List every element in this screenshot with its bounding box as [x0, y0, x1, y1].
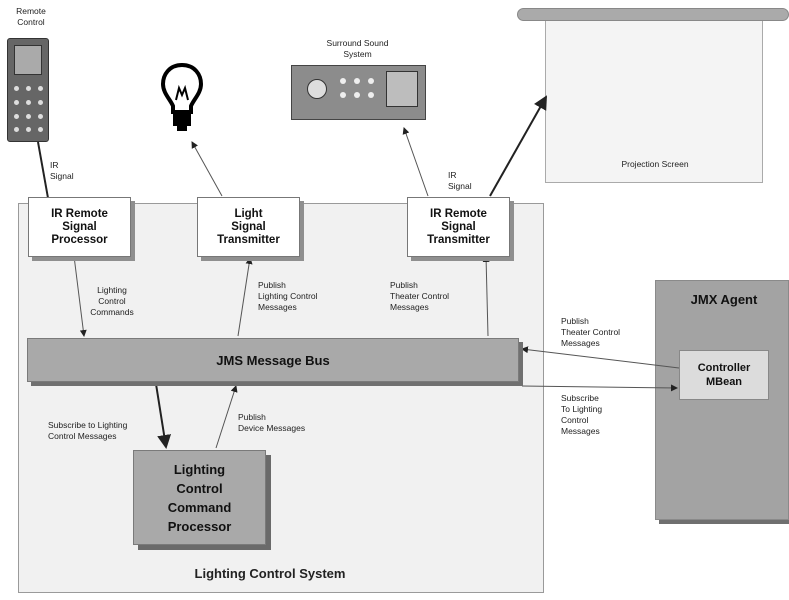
jms-message-bus: JMS Message Bus — [27, 338, 519, 382]
projection-screen-label: Projection Screen — [621, 159, 689, 169]
light-bulb-icon — [160, 62, 204, 134]
agent-publish-theater-note: Publish Theater Control Messages — [561, 316, 621, 348]
surround-knob — [307, 79, 327, 99]
agent-subscribe-note: Subscribe To Lighting Control Messages — [561, 393, 603, 436]
ir-remote-signal-processor-box: IR Remote Signal Processor — [28, 197, 131, 257]
surround-sound-label: Surround Sound System — [326, 38, 389, 59]
projection-screen-icon — [545, 18, 763, 183]
ir-remote-signal-transmitter-box: IR Remote Signal Transmitter — [407, 197, 510, 257]
lighting-commands-note: Lighting Control Commands — [90, 285, 134, 317]
ir-signal-note-right: IR Signal — [448, 170, 472, 191]
surround-display — [386, 71, 418, 107]
light-signal-transmitter-box: Light Signal Transmitter — [197, 197, 300, 257]
lighting-control-system-panel — [18, 203, 544, 593]
controller-mbean-box: Controller MBean — [679, 350, 769, 400]
remote-display — [14, 45, 42, 75]
lighting-control-system-label: Lighting Control System — [194, 566, 346, 581]
jmx-agent-title: JMX Agent — [690, 292, 758, 307]
publish-lighting-note: Publish Lighting Control Messages — [258, 280, 318, 312]
subscribe-lighting-note: Subscribe to Lighting Control Messages — [48, 420, 128, 441]
ir-signal-note-left: IR Signal — [50, 160, 74, 181]
lighting-control-command-processor-box: Lighting Control Command Processor — [133, 450, 266, 545]
publish-device-note: Publish Device Messages — [238, 412, 306, 433]
remote-control-label: Remote Control — [16, 6, 46, 27]
jmx-agent-panel — [655, 280, 789, 520]
publish-theater-note: Publish Theater Control Messages — [390, 280, 450, 312]
